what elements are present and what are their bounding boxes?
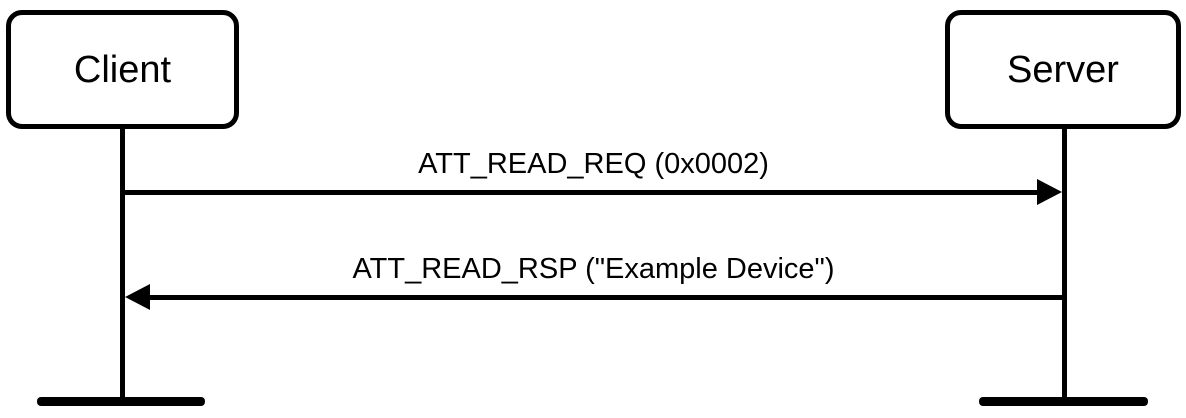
message-att-read-req: ATT_READ_REQ (0x0002): [125, 148, 1062, 210]
message-att-read-rsp: ATT_READ_RSP ("Example Device"): [125, 253, 1062, 315]
client-lifeline: [120, 128, 125, 400]
message-att-read-req-label: ATT_READ_REQ (0x0002): [418, 148, 769, 180]
actor-client-label: Client: [73, 48, 172, 91]
server-lifeline: [1062, 128, 1067, 400]
client-lifeline-end-bar: [37, 397, 205, 406]
arrowhead-right-icon: [1037, 179, 1062, 205]
actor-server-label: Server: [1007, 48, 1119, 91]
actor-client-box: Client: [6, 10, 239, 129]
arrowhead-left-icon: [125, 284, 150, 310]
message-att-read-req-line: [125, 190, 1042, 195]
server-lifeline-end-bar: [979, 397, 1148, 406]
message-att-read-rsp-line: [145, 295, 1062, 300]
actor-server-box: Server: [945, 10, 1181, 129]
message-att-read-rsp-label: ATT_READ_RSP ("Example Device"): [352, 253, 835, 285]
